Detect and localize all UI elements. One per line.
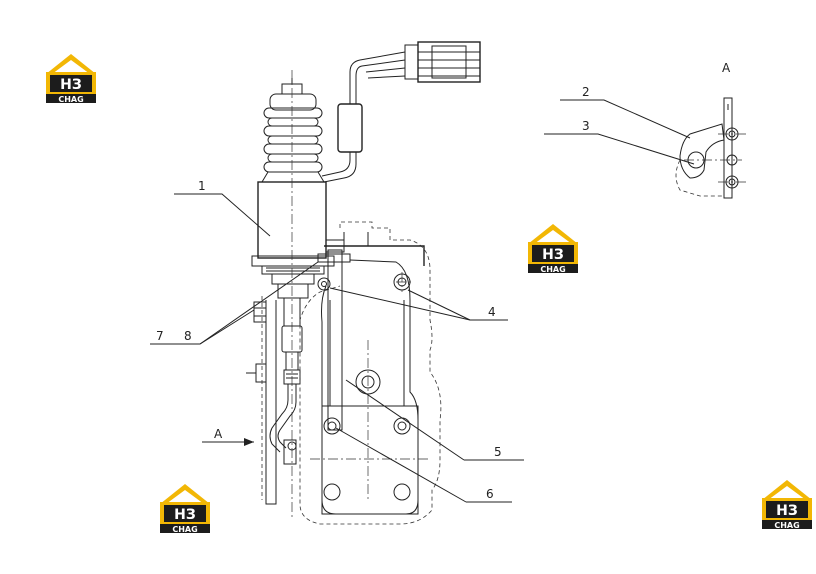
logo-text: CHAG — [774, 521, 799, 530]
callout-4: 4 — [488, 305, 496, 319]
mounting-bracket — [246, 296, 277, 505]
brand-logo: НЗ CHAG — [44, 52, 98, 104]
detail-view-a — [675, 97, 746, 199]
solenoid-body — [251, 70, 335, 520]
brand-logo: НЗ CHAG — [760, 478, 814, 530]
logo-mark: НЗ — [174, 507, 196, 523]
linkage-rod — [269, 297, 303, 465]
callout-1: 1 — [198, 179, 206, 193]
brand-logo: НЗ CHAG — [526, 222, 580, 274]
callout-6: 6 — [486, 487, 494, 501]
stop-lever — [317, 239, 351, 431]
electrical-connector — [404, 41, 481, 83]
view-label-a: A — [214, 427, 223, 441]
pump-housing — [299, 221, 442, 525]
logo-text: CHAG — [58, 95, 83, 104]
detail-view-title: A — [722, 61, 731, 75]
callout-numbers: 1 2 3 4 5 6 7 8 A A — [156, 61, 731, 501]
callout-3: 3 — [582, 119, 590, 133]
leader-lines — [150, 99, 695, 503]
solenoid-bellows — [261, 78, 325, 183]
logo-text: CHAG — [540, 265, 565, 274]
brand-logo: НЗ CHAG — [158, 482, 212, 534]
callout-2: 2 — [582, 85, 590, 99]
logo-text: CHAG — [172, 525, 197, 534]
wire-harness — [321, 51, 406, 183]
logo-mark: НЗ — [776, 503, 798, 519]
logo-mark: НЗ — [60, 77, 82, 93]
logo-mark: НЗ — [542, 247, 564, 263]
callout-8: 8 — [184, 329, 192, 343]
callout-7: 7 — [156, 329, 164, 343]
callout-5: 5 — [494, 445, 502, 459]
